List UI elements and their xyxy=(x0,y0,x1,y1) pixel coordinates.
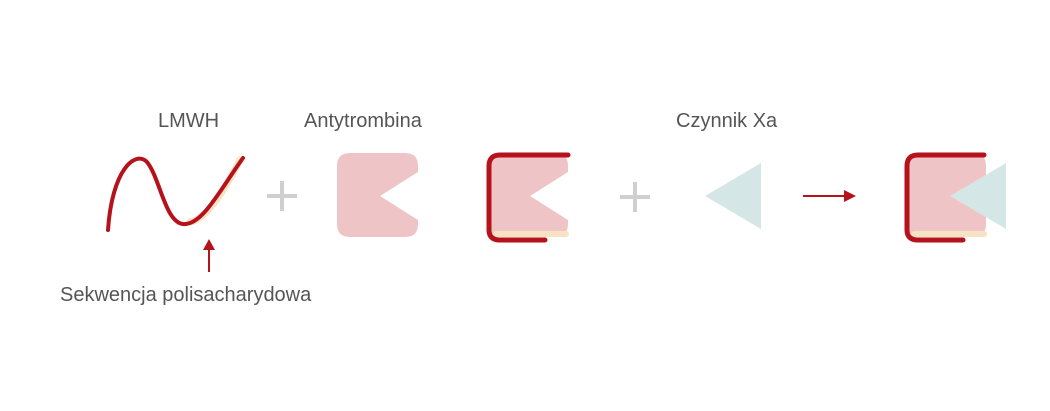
polysaccharide-sequence-label: Sekwencja polisacharydowa xyxy=(60,284,312,306)
complex-lmwh-chain xyxy=(904,152,987,243)
reaction-arrow xyxy=(803,190,856,202)
lmwh-chain xyxy=(106,156,245,232)
complex-factor-xa xyxy=(950,163,1006,229)
bound-lmwh-chain xyxy=(486,152,571,243)
lmwh-antithrombin-complex xyxy=(486,152,571,243)
inhibited-complex xyxy=(904,152,1006,243)
sequence-pointer-arrow xyxy=(203,239,215,272)
factor-xa-shape xyxy=(705,163,761,229)
polysaccharide-highlight xyxy=(186,156,244,226)
antithrombin-label: Antytrombina xyxy=(304,110,422,132)
lmwh-molecule xyxy=(106,156,245,232)
factor-xa-label: Czynnik Xa xyxy=(676,110,778,132)
lmwh-label: LMWH xyxy=(158,110,220,132)
plus-sign xyxy=(267,181,297,211)
plus-sign xyxy=(620,182,650,212)
antithrombin-shape xyxy=(337,153,418,237)
